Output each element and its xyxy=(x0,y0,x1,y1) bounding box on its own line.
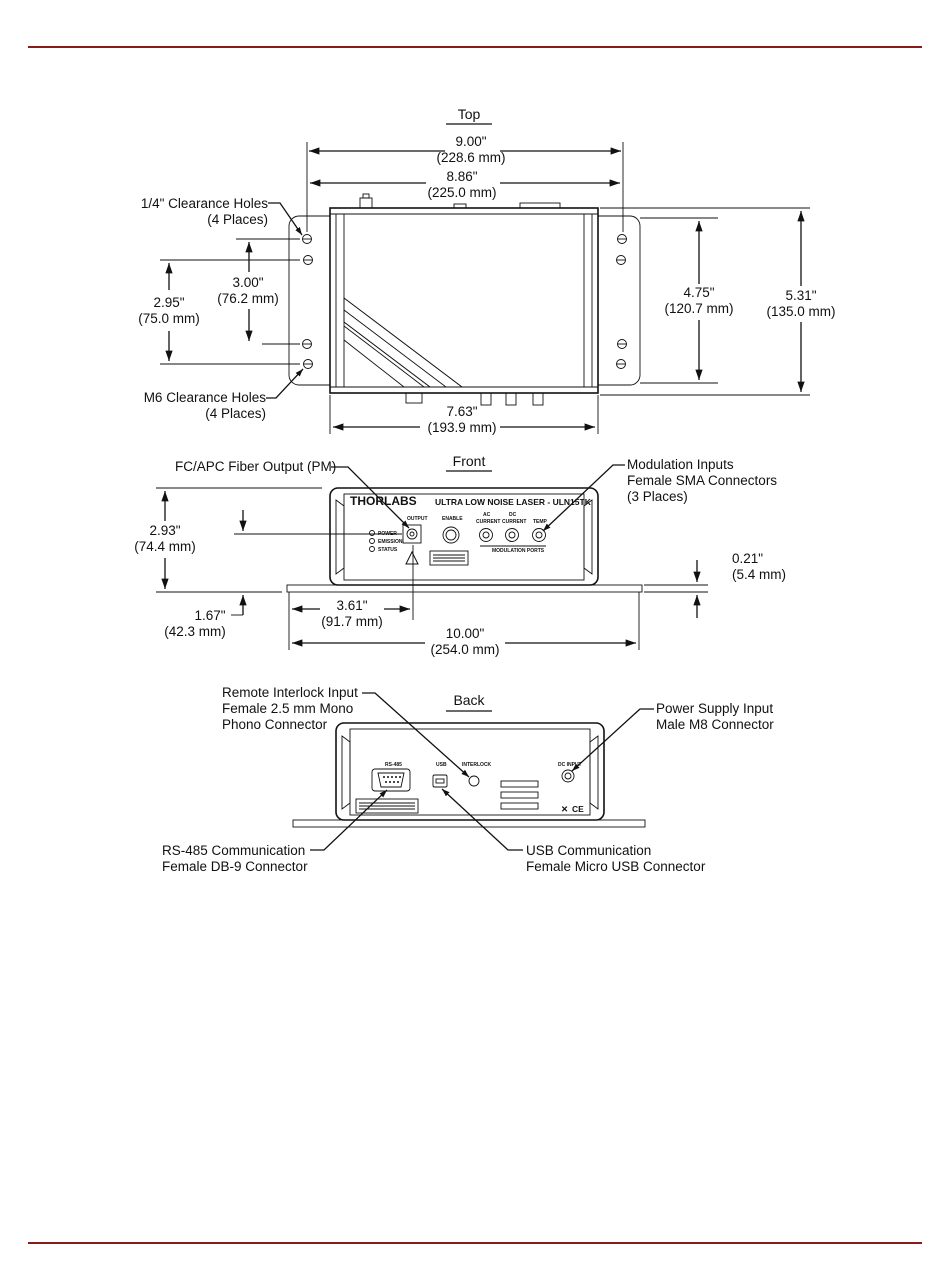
back-rs485-label: RS-485 xyxy=(385,762,402,768)
sma-ac-port xyxy=(479,528,493,542)
front-view: Front THORLABS ULTRA LOW NOISE LASER - U… xyxy=(134,453,786,657)
front-enable-label: ENABLE xyxy=(442,516,463,522)
back-view: Back RS-485 USB INTERLOCK DC INPUT xyxy=(162,685,774,874)
back-housing xyxy=(335,722,605,821)
laser-warning-icon xyxy=(405,550,419,565)
usb-label-2: Female Micro USB Connector xyxy=(526,859,706,874)
top-housing xyxy=(329,207,599,394)
dim-plate-width-in: 10.00" xyxy=(446,626,485,641)
dim-overall-width-in: 9.00" xyxy=(455,134,486,149)
dim-output-height-in: 1.67" xyxy=(194,608,225,623)
m6-holes-label: M6 Clearance Holes xyxy=(144,390,267,405)
dim-total-height-in: 5.31" xyxy=(785,288,816,303)
dim-inner-spacing-mm: (76.2 mm) xyxy=(217,291,279,306)
back-interlock-label: INTERLOCK xyxy=(462,762,492,768)
dim-body-width-in: 7.63" xyxy=(446,404,477,419)
back-view-title: Back xyxy=(453,692,485,708)
front-output-label: OUTPUT xyxy=(407,516,428,522)
front-baseplate xyxy=(286,584,643,593)
top-view-title: Top xyxy=(458,106,481,122)
m6-holes-count: (4 Places) xyxy=(205,406,266,421)
dim-front-height-in: 2.93" xyxy=(149,523,180,538)
dim-body-width-mm: (193.9 mm) xyxy=(427,420,496,435)
front-product-name: ULTRA LOW NOISE LASER - ULN15TK xyxy=(435,497,592,507)
front-view-title: Front xyxy=(453,453,486,469)
front-brand: THORLABS xyxy=(350,494,417,508)
dim-plate-width-mm: (254.0 mm) xyxy=(430,642,499,657)
front-ac-label: AC xyxy=(483,512,491,518)
fiber-output-connector xyxy=(406,528,418,540)
power-supply-label-1: Power Supply Input xyxy=(656,701,773,716)
modulation-label-3: (3 Places) xyxy=(627,489,688,504)
dim-total-height-mm: (135.0 mm) xyxy=(766,304,835,319)
dim-output-height-mm: (42.3 mm) xyxy=(164,624,226,639)
dim-hole-span-in: 8.86" xyxy=(446,169,477,184)
front-mod-ports-label: MODULATION PORTS xyxy=(492,548,545,554)
front-ac-current-label: CURRENT xyxy=(476,519,500,525)
quarter-holes-count: (4 Places) xyxy=(207,212,268,227)
dim-hole-height-mm: (120.7 mm) xyxy=(664,301,733,316)
usb-label-1: USB Communication xyxy=(526,843,651,858)
front-dc-label: DC xyxy=(509,512,517,518)
interlock-label-1: Remote Interlock Input xyxy=(222,685,358,700)
fiber-output-label: FC/APC Fiber Output (PM) xyxy=(175,459,336,474)
dim-outer-spacing-in: 2.95" xyxy=(153,295,184,310)
sma-dc-port xyxy=(505,528,519,542)
front-temp-label: TEMP xyxy=(533,519,548,525)
db9-connector xyxy=(377,772,405,788)
interlock-label-2: Female 2.5 mm Mono xyxy=(222,701,353,716)
top-reflection xyxy=(343,296,464,388)
dim-plate-thickness-mm: (5.4 mm) xyxy=(732,567,786,582)
modulation-label-1: Modulation Inputs xyxy=(627,457,734,472)
ce-mark-icon: CE xyxy=(572,804,584,814)
quarter-holes-label: 1/4" Clearance Holes xyxy=(141,196,268,211)
front-housing xyxy=(329,487,599,586)
micro-usb-port xyxy=(432,774,448,788)
enable-key xyxy=(442,526,460,544)
front-emission-label: EMISSION xyxy=(378,539,403,545)
mounting-holes xyxy=(302,234,627,369)
back-baseplate xyxy=(292,819,646,828)
dim-overall-width-mm: (228.6 mm) xyxy=(436,150,505,165)
front-status-label: STATUS xyxy=(378,547,398,553)
dim-hole-height-in: 4.75" xyxy=(683,285,714,300)
back-usb-label: USB xyxy=(436,762,447,768)
rs485-label-1: RS-485 Communication xyxy=(162,843,305,858)
m8-power-connector xyxy=(561,769,575,783)
modulation-label-2: Female SMA Connectors xyxy=(627,473,777,488)
power-supply-label-2: Male M8 Connector xyxy=(656,717,774,732)
dim-plate-thickness-in: 0.21" xyxy=(732,551,763,566)
back-dc-input-label: DC INPUT xyxy=(558,762,582,768)
dim-output-offset-mm: (91.7 mm) xyxy=(321,614,383,629)
dim-inner-spacing-in: 3.00" xyxy=(232,275,263,290)
sma-temp-port xyxy=(532,528,546,542)
weee-icon: ✕ xyxy=(561,804,568,814)
top-view: Top xyxy=(138,106,835,435)
interlock-label-3: Phono Connector xyxy=(222,717,328,732)
dim-front-height-mm: (74.4 mm) xyxy=(134,539,196,554)
dim-output-offset-in: 3.61" xyxy=(336,598,367,613)
dim-outer-spacing-mm: (75.0 mm) xyxy=(138,311,200,326)
interlock-jack xyxy=(468,775,480,787)
rs485-label-2: Female DB-9 Connector xyxy=(162,859,308,874)
front-dc-current-label: CURRENT xyxy=(502,519,526,525)
dim-hole-span-mm: (225.0 mm) xyxy=(427,185,496,200)
